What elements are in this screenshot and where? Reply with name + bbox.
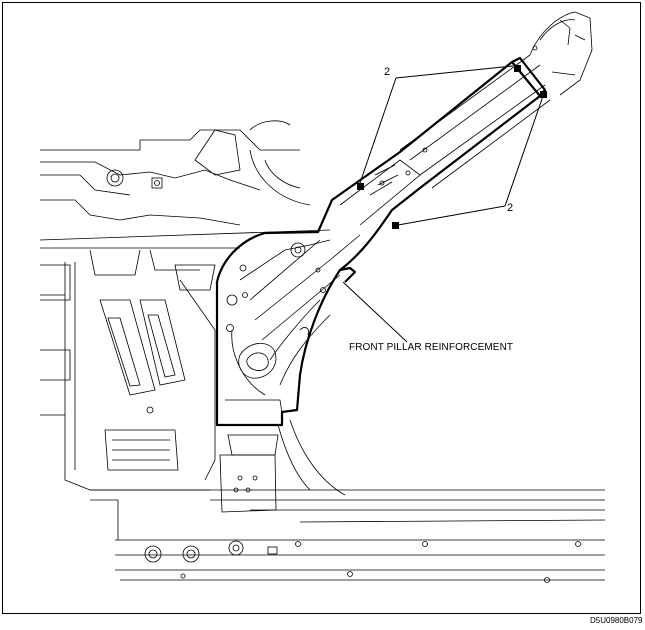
leader-line-top (359, 77, 397, 184)
leader-line-bottom (504, 95, 544, 207)
hinge-plate-linework (219, 419, 346, 513)
side-sill-linework (90, 489, 606, 583)
leader-line-bottom (397, 205, 506, 226)
weld-points (357, 65, 547, 229)
part-label: FRONT PILLAR REINFORCEMENT (349, 342, 514, 353)
figure-border (2, 2, 641, 614)
leader-lines (342, 65, 544, 343)
callout-2-top: 2 (384, 66, 391, 78)
front-pillar-reinforcement-outline (215, 56, 547, 427)
square-weld-point-icon (357, 183, 364, 190)
roof-rail-linework (374, 11, 593, 189)
inner-body-linework (39, 120, 331, 540)
square-weld-point-icon (514, 65, 521, 72)
figure-code: D5U0980B079 (590, 616, 643, 625)
square-weld-point-icon (392, 222, 399, 229)
square-weld-point-icon (540, 91, 547, 98)
callout-2-bottom: 2 (507, 202, 514, 214)
reinforcement-detail-linework (225, 159, 421, 421)
leader-line-part (342, 281, 408, 343)
leader-line-top (395, 65, 514, 79)
